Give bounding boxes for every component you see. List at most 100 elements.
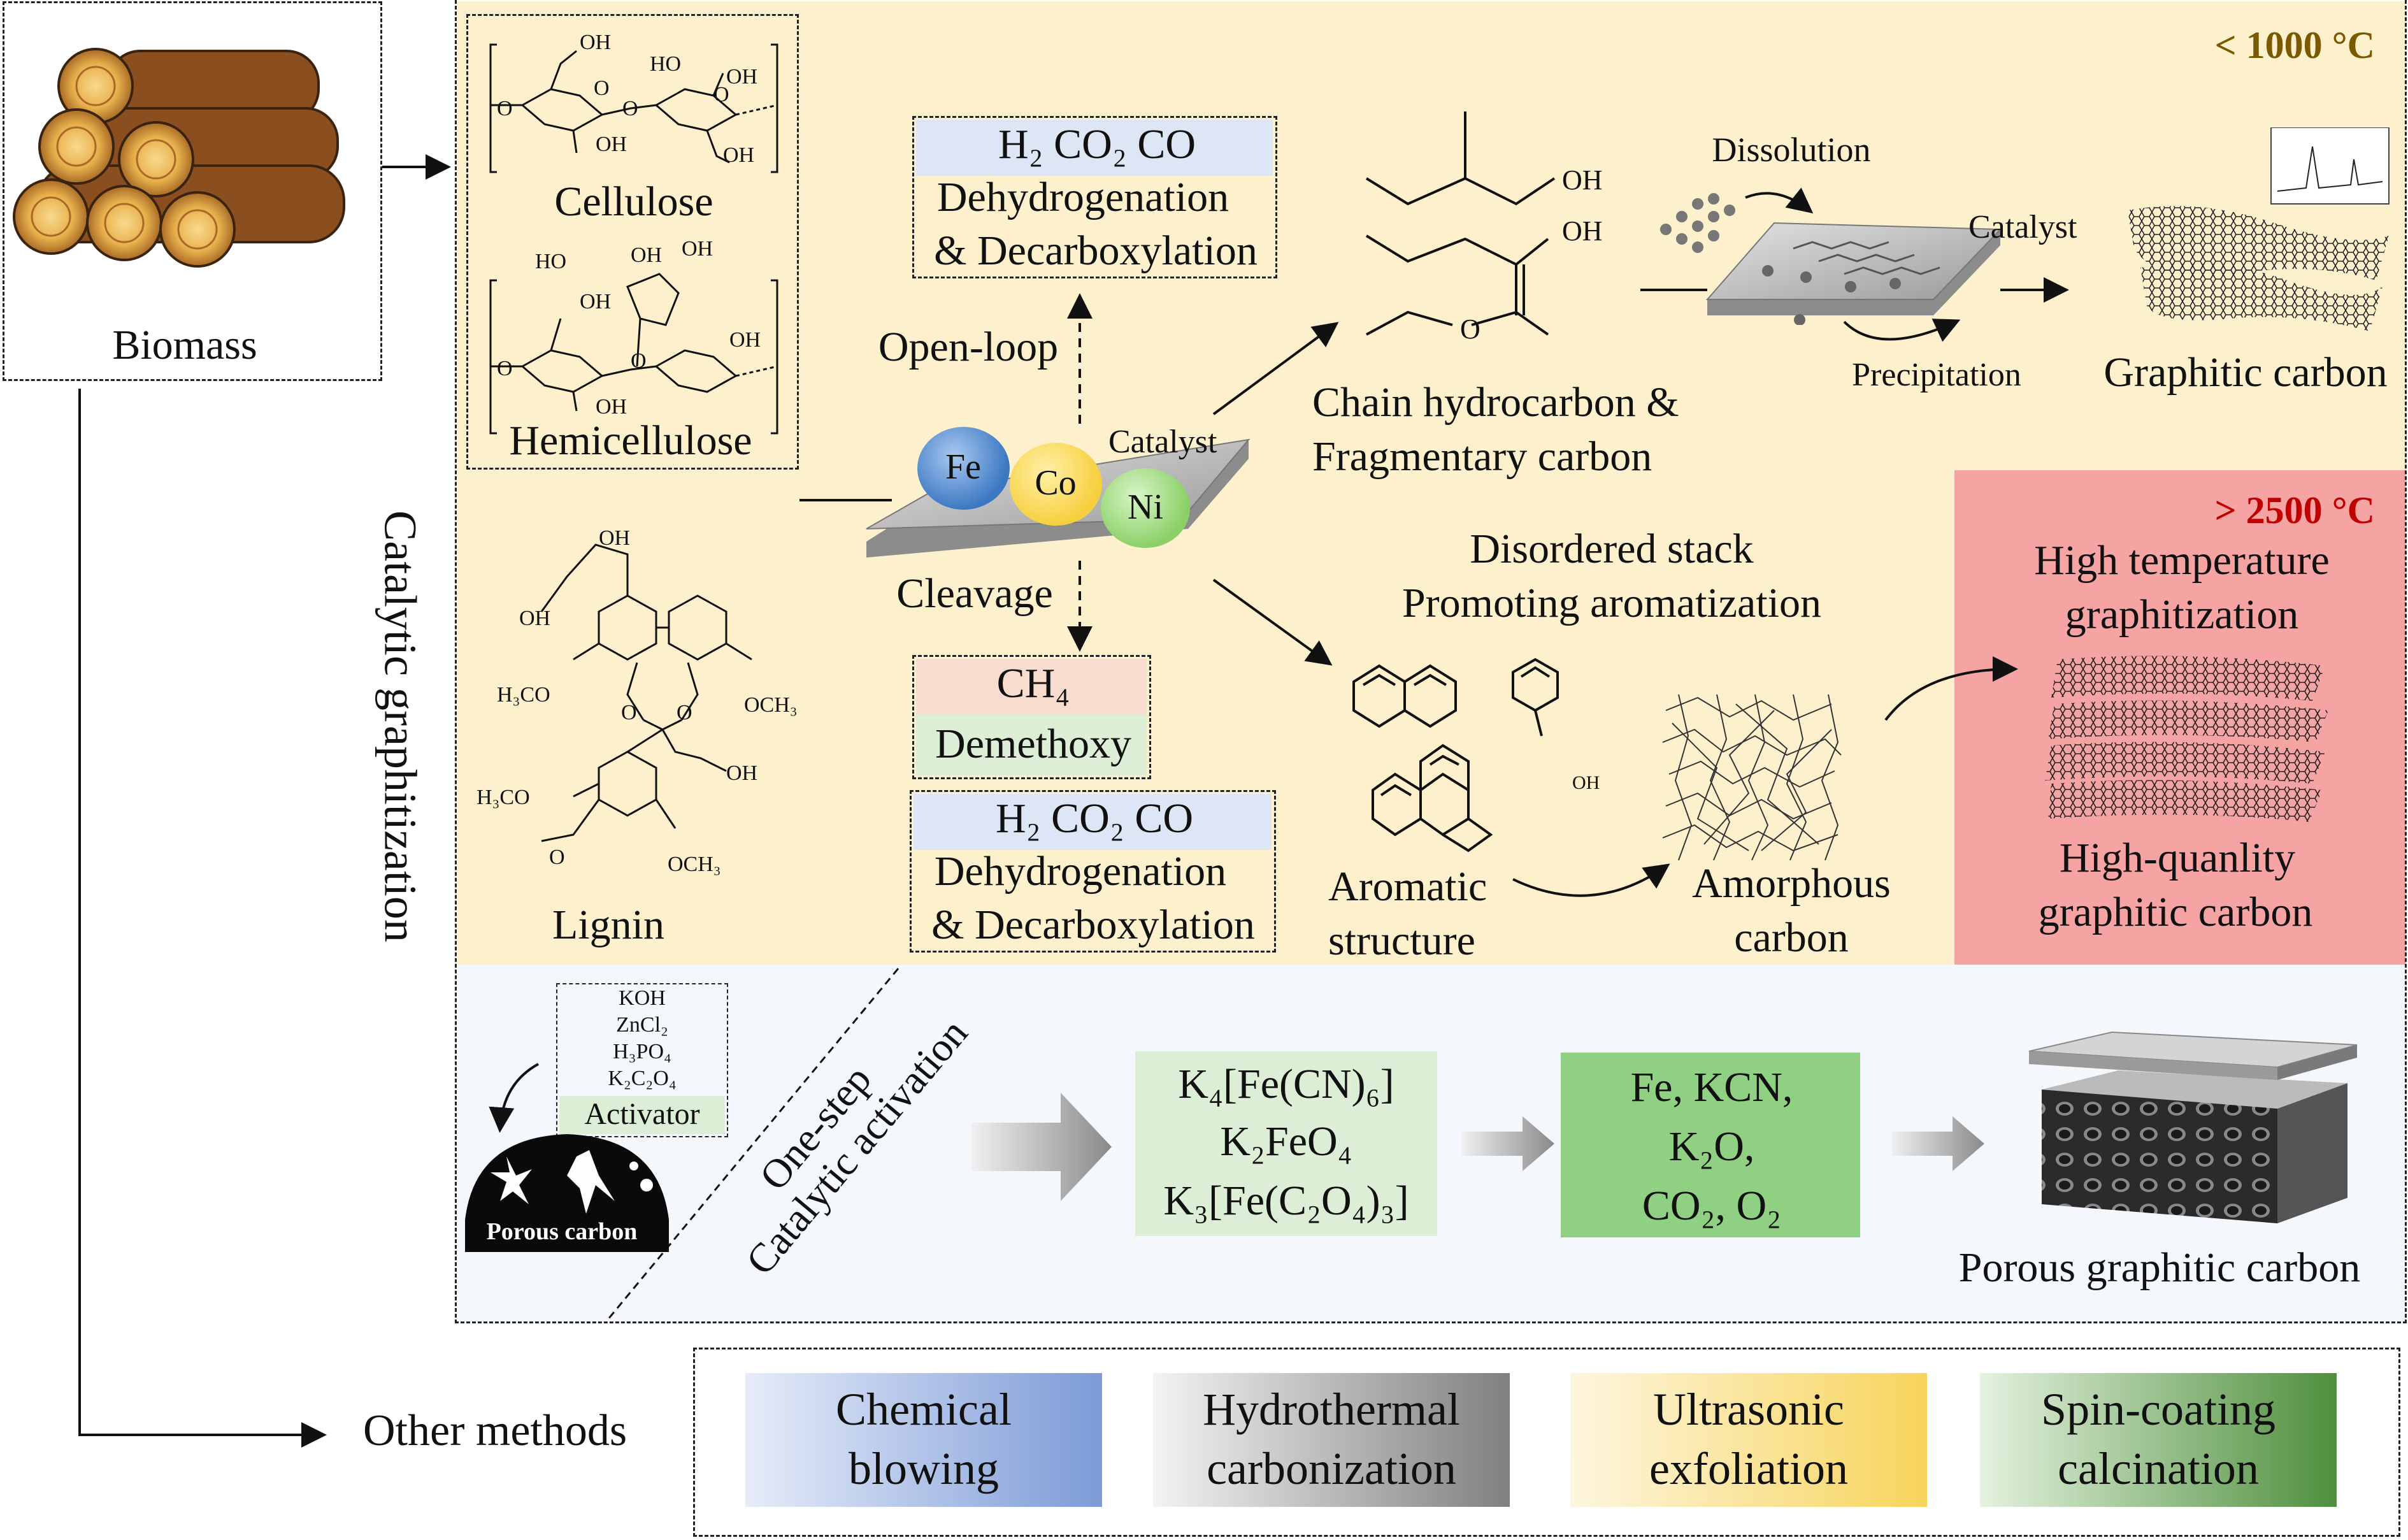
decomposition-products-box bbox=[1561, 1053, 1860, 1237]
high-quality-label-1: High-quanlity bbox=[2059, 835, 2296, 881]
temp-high-label: > 2500 °C bbox=[2214, 489, 2375, 531]
activator-h3po4: H₃PO₄ bbox=[613, 1040, 671, 1063]
temp-low-label: < 1000 °C bbox=[2214, 24, 2375, 66]
fe-label: Fe bbox=[945, 447, 981, 487]
atom-label: OH bbox=[682, 237, 713, 261]
porous-graphitic-carbon-label: Porous graphitic carbon bbox=[1958, 1244, 2361, 1291]
other-methods-label: Other methods bbox=[363, 1406, 627, 1455]
atom-label: O bbox=[1460, 313, 1480, 345]
precipitation-label: Precipitation bbox=[1852, 357, 2021, 393]
graphitic-carbon-label: Graphitic carbon bbox=[2103, 349, 2388, 396]
chain-label-2: Fragmentary carbon bbox=[1312, 433, 1652, 480]
method-2-line2: carbonization bbox=[1207, 1443, 1456, 1494]
gas-box-bottom-header bbox=[914, 794, 1272, 850]
atom-label: OH bbox=[729, 328, 761, 352]
porous-graphitic-carbon-block bbox=[2028, 1031, 2358, 1223]
atom-label: O bbox=[497, 357, 513, 380]
porous-carbon-label: Porous carbon bbox=[486, 1218, 638, 1245]
promoting-aromatization-label: Promoting aromatization bbox=[1401, 580, 1822, 626]
gas-box-top-line1: Dehydrogenation bbox=[936, 174, 1229, 220]
method-4-line2: calcination bbox=[2058, 1443, 2259, 1494]
method-4-line1: Spin-coating bbox=[2041, 1384, 2275, 1435]
gas-box-bottom-gases: H₂ CO₂ CO bbox=[995, 795, 1194, 842]
atom-label: H₃CO bbox=[497, 683, 550, 707]
porous-carbon-dome bbox=[465, 1134, 669, 1252]
atom-label: OH bbox=[580, 290, 612, 313]
high-temp-title-2: graphitization bbox=[2065, 591, 2299, 638]
atom-label: OH bbox=[1562, 215, 1603, 247]
atom-label: O bbox=[497, 97, 513, 120]
co-label: Co bbox=[1035, 463, 1077, 503]
lignin-label: Lignin bbox=[552, 902, 664, 948]
amorphous-label-1: Amorphous bbox=[1692, 860, 1891, 907]
biomass-box bbox=[3, 1, 382, 381]
high-quality-graphite-stack bbox=[2045, 656, 2328, 822]
atom-label: OCH₃ bbox=[668, 853, 721, 876]
ni-label: Ni bbox=[1128, 487, 1163, 527]
atom-label: OH bbox=[596, 395, 627, 419]
graphitic-carbon-sheets bbox=[2128, 127, 2390, 331]
logs-icon bbox=[13, 48, 345, 268]
disordered-stack-label: Disordered stack bbox=[1470, 526, 1754, 572]
atom-label: OH bbox=[596, 133, 627, 156]
high-quality-label-2: graphitic carbon bbox=[2038, 889, 2313, 935]
ferrate-2: K₂FeO₄ bbox=[1220, 1118, 1352, 1165]
chain-structures bbox=[1365, 112, 1556, 336]
atom-label: OH bbox=[723, 143, 755, 167]
atom-label: OH bbox=[1572, 772, 1600, 793]
atom-label: OH bbox=[726, 761, 758, 785]
atom-label: OH bbox=[519, 607, 551, 630]
ch4-box-footer bbox=[916, 715, 1147, 775]
gas-box-top-line2: & Decarboxylation bbox=[934, 227, 1258, 274]
activator-label-bg bbox=[559, 1096, 725, 1134]
atom-label: OH bbox=[631, 243, 663, 267]
ch4-gas: CH₄ bbox=[996, 660, 1070, 707]
atom-label: OH bbox=[599, 526, 631, 550]
cellulose-label: Cellulose bbox=[554, 178, 713, 225]
ch4-box-header bbox=[916, 659, 1147, 715]
activator-label: Activator bbox=[584, 1097, 700, 1131]
activator-box bbox=[556, 983, 728, 1137]
method-chemical-blowing bbox=[745, 1373, 1102, 1507]
hemicellulose-label: Hemicellulose bbox=[509, 417, 752, 464]
cleavage-label: Cleavage bbox=[896, 570, 1053, 617]
dissolution-label: Dissolution bbox=[1712, 131, 1871, 169]
atom-label: O bbox=[677, 701, 692, 724]
method-2-line1: Hydrothermal bbox=[1203, 1384, 1460, 1435]
method-3-line2: exfoliation bbox=[1649, 1443, 1848, 1494]
activator-koh: KOH bbox=[619, 986, 666, 1010]
carbon-dots-icon bbox=[1660, 193, 1735, 253]
other-methods-box bbox=[693, 1348, 2400, 1537]
chain-label-1: Chain hydrocarbon & bbox=[1312, 379, 1679, 426]
atom-label: O bbox=[713, 83, 729, 106]
ferrate-3: K₃[Fe(C₂O₄)₃] bbox=[1163, 1177, 1409, 1224]
method-ultrasonic-exfoliation bbox=[1570, 1373, 1927, 1507]
atom-label: H₃CO bbox=[477, 786, 530, 809]
co-sphere bbox=[1010, 443, 1102, 526]
method-spin-coating-calcination bbox=[1980, 1373, 2337, 1507]
atom-label: O bbox=[631, 349, 647, 373]
method-1-line1: Chemical bbox=[836, 1384, 1012, 1435]
amorphous-label-2: carbon bbox=[1734, 914, 1849, 961]
aromatic-structures bbox=[1352, 658, 1559, 853]
gas-box-top-gases: H₂ CO₂ CO bbox=[998, 121, 1196, 168]
atom-label: O bbox=[549, 846, 565, 869]
gas-box-top-header bbox=[916, 120, 1273, 176]
activator-zncl2: ZnCl₂ bbox=[616, 1013, 668, 1037]
high-temp-title-1: High temperature bbox=[2034, 537, 2330, 584]
atom-label: OH bbox=[726, 65, 758, 89]
aromatic-label-1: Aromatic bbox=[1328, 863, 1487, 910]
gas-box-bottom-line1: Dehydrogenation bbox=[934, 848, 1227, 895]
ni-sphere bbox=[1101, 468, 1190, 548]
hemicellulose-structure bbox=[489, 273, 778, 435]
gas-box-bottom bbox=[910, 790, 1276, 953]
biomass-label: Biomass bbox=[112, 322, 257, 368]
atom-label: HO bbox=[650, 52, 682, 76]
fe-sphere bbox=[917, 427, 1010, 510]
catalytic-graphitization-label: Catalytic graphitization bbox=[375, 510, 426, 942]
cellulose-structure bbox=[489, 43, 778, 173]
demethoxy-label: Demethoxy bbox=[935, 721, 1131, 767]
atom-label: OCH₃ bbox=[744, 693, 798, 717]
main-frame bbox=[455, 0, 2407, 1323]
